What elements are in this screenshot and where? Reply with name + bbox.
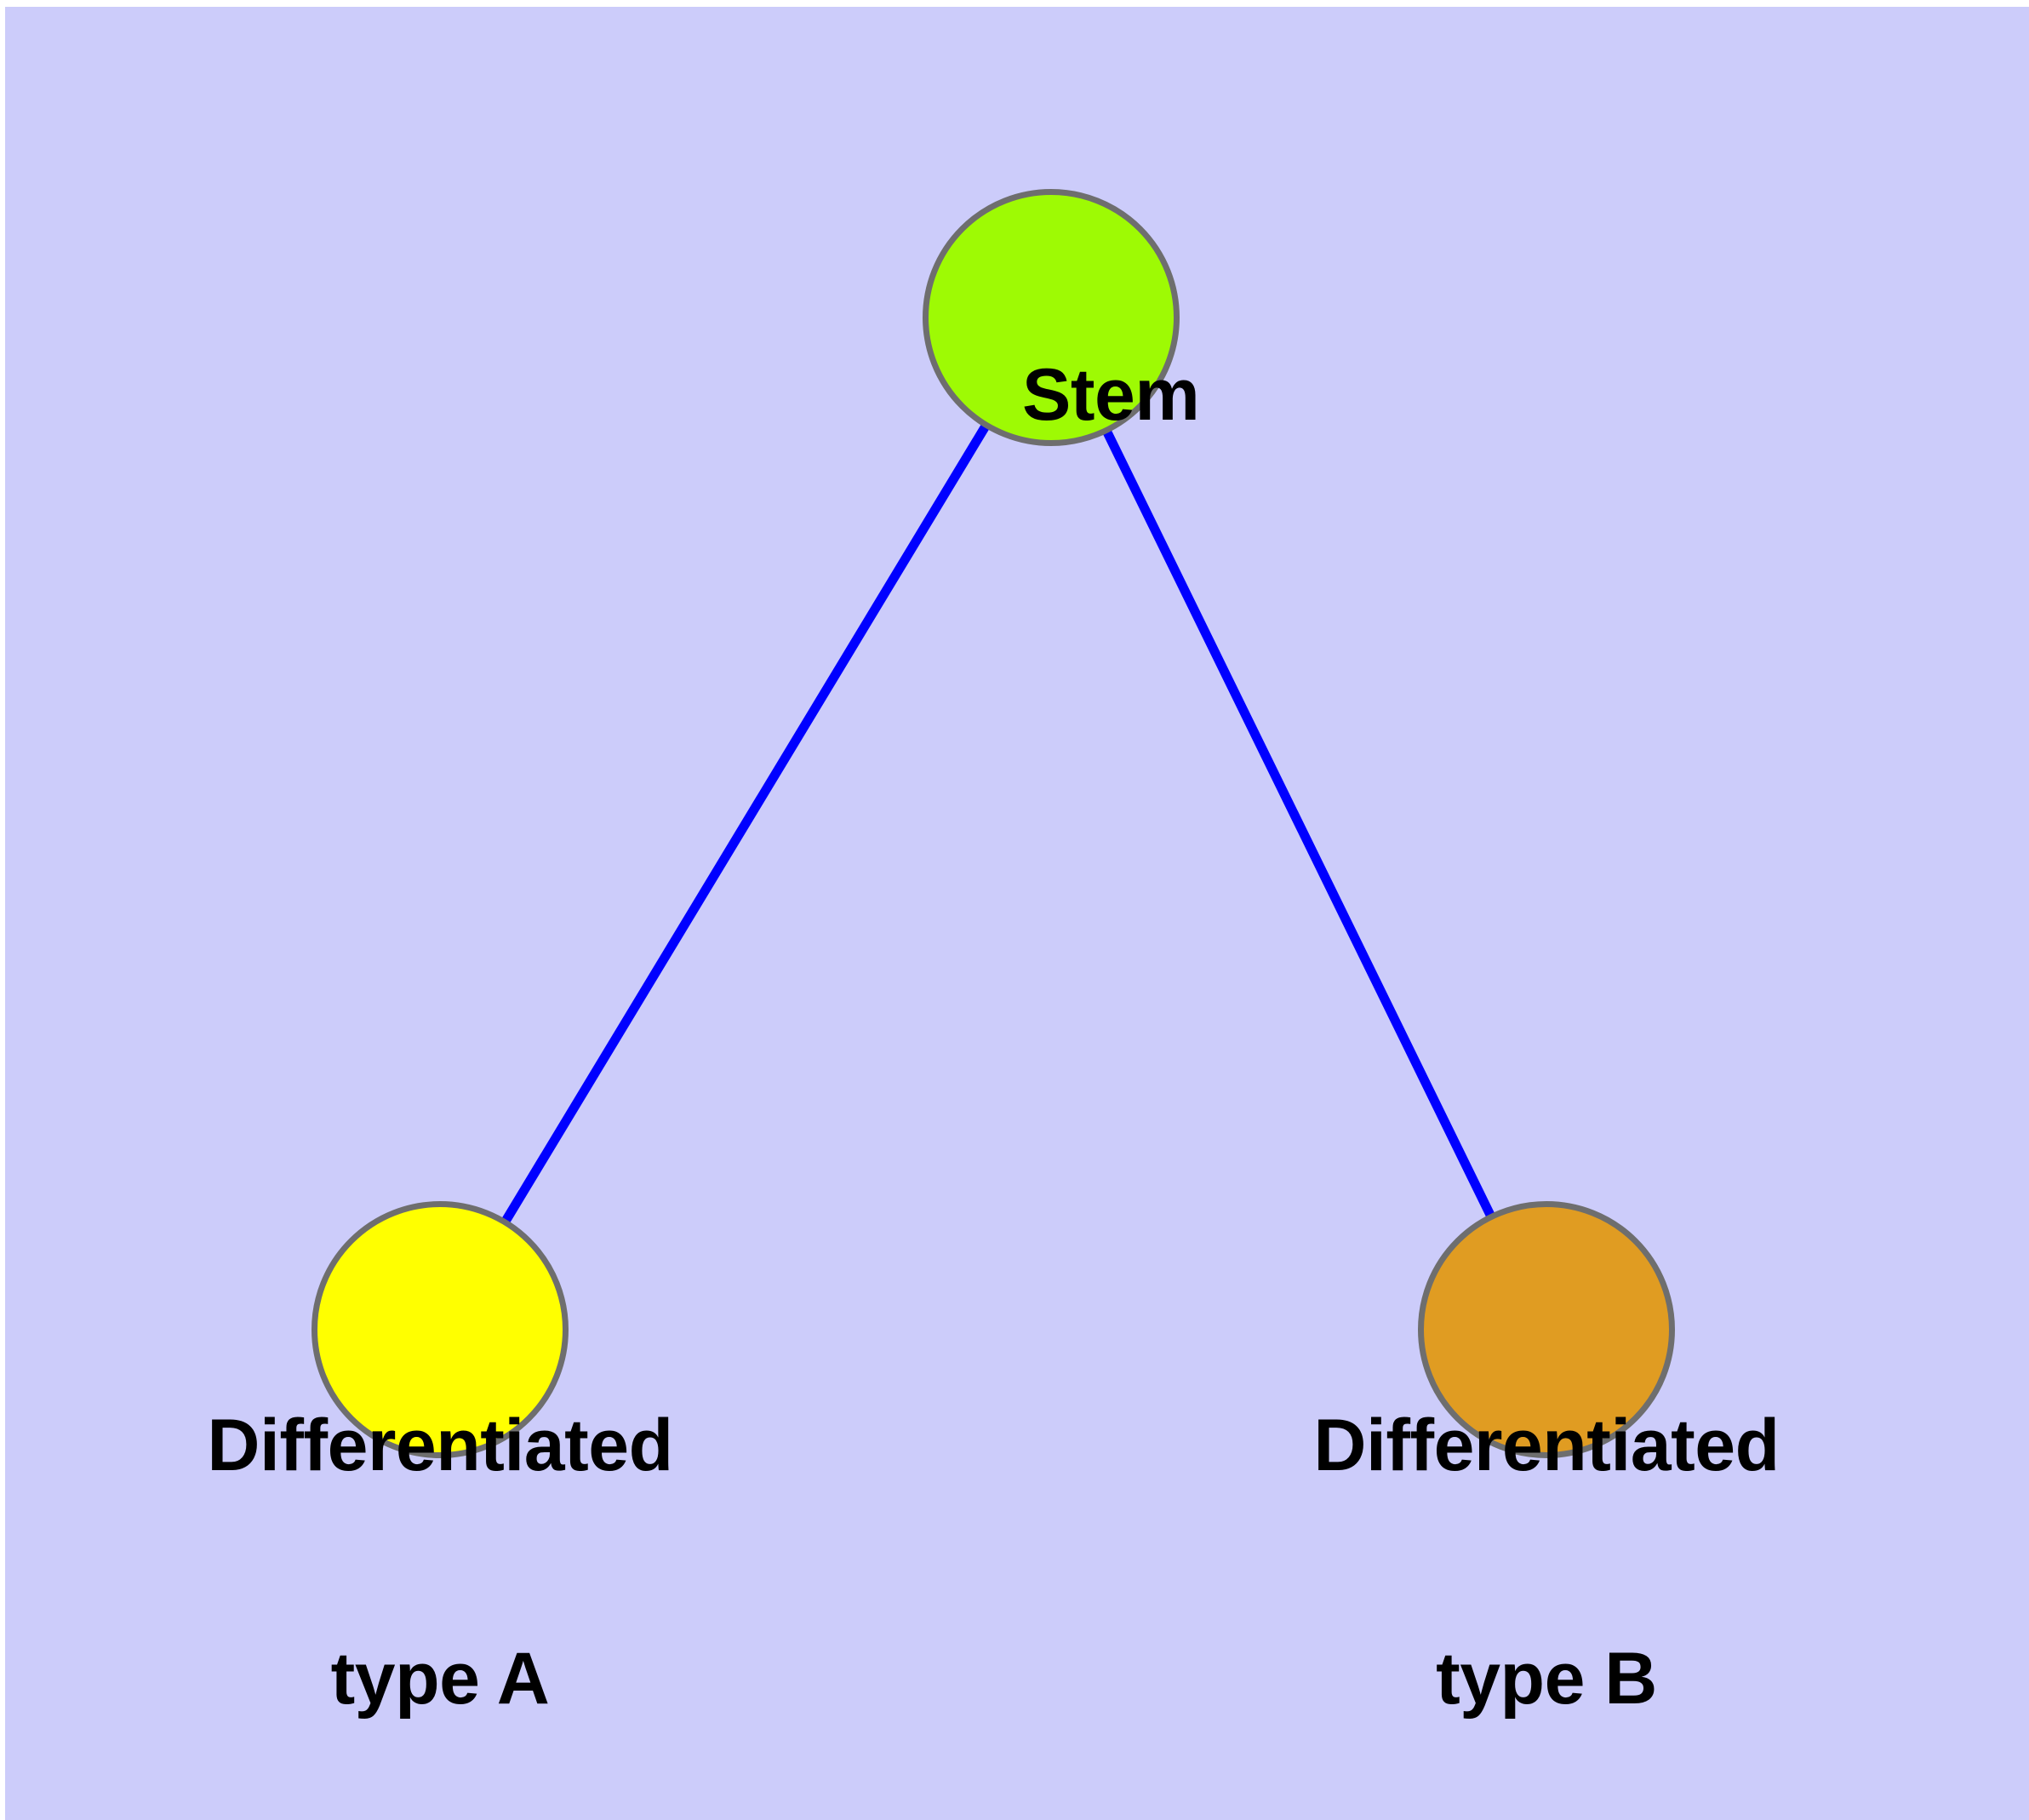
node-stem-circle[interactable] bbox=[923, 189, 1180, 446]
edge-stem-to-differentiated-type-a[interactable] bbox=[501, 422, 990, 1225]
edge-stem-to-differentiated-type-b[interactable] bbox=[1102, 428, 1495, 1219]
node-differentiated-type-a-circle[interactable] bbox=[311, 1201, 569, 1458]
node-differentiated-type-b-circle[interactable] bbox=[1418, 1201, 1675, 1458]
